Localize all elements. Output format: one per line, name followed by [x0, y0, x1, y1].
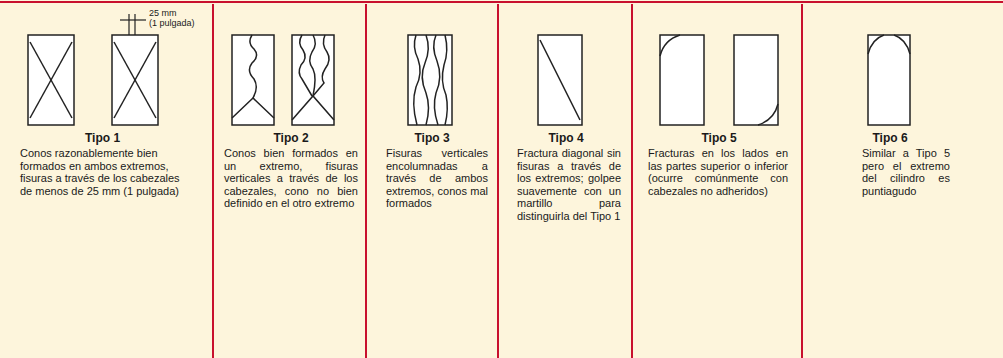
type-description: Conos bien formados en un extremo, fisur…	[224, 147, 358, 210]
type-title: Tipo 3	[378, 132, 486, 145]
dimension-label: 25 mm	[149, 8, 209, 18]
type-title: Tipo 4	[510, 132, 622, 145]
type-title: Tipo 6	[815, 132, 965, 145]
type-description: Conos razonablemente bien formados en am…	[20, 147, 192, 197]
type-description: Fractura diagonal sin fisuras a través d…	[517, 147, 621, 222]
type-description: Fisuras verticales encolumnadas a través…	[386, 147, 488, 210]
type-description: Similar a Tipo 5 pero el extremo del cil…	[862, 147, 950, 197]
type-title: Tipo 5	[645, 132, 793, 145]
dimension-label: (1 pulgada)	[149, 18, 209, 28]
type-title: Tipo 1	[20, 132, 185, 145]
type-title: Tipo 2	[222, 132, 360, 145]
type-description: Fracturas en los lados en las partes sup…	[648, 147, 788, 197]
